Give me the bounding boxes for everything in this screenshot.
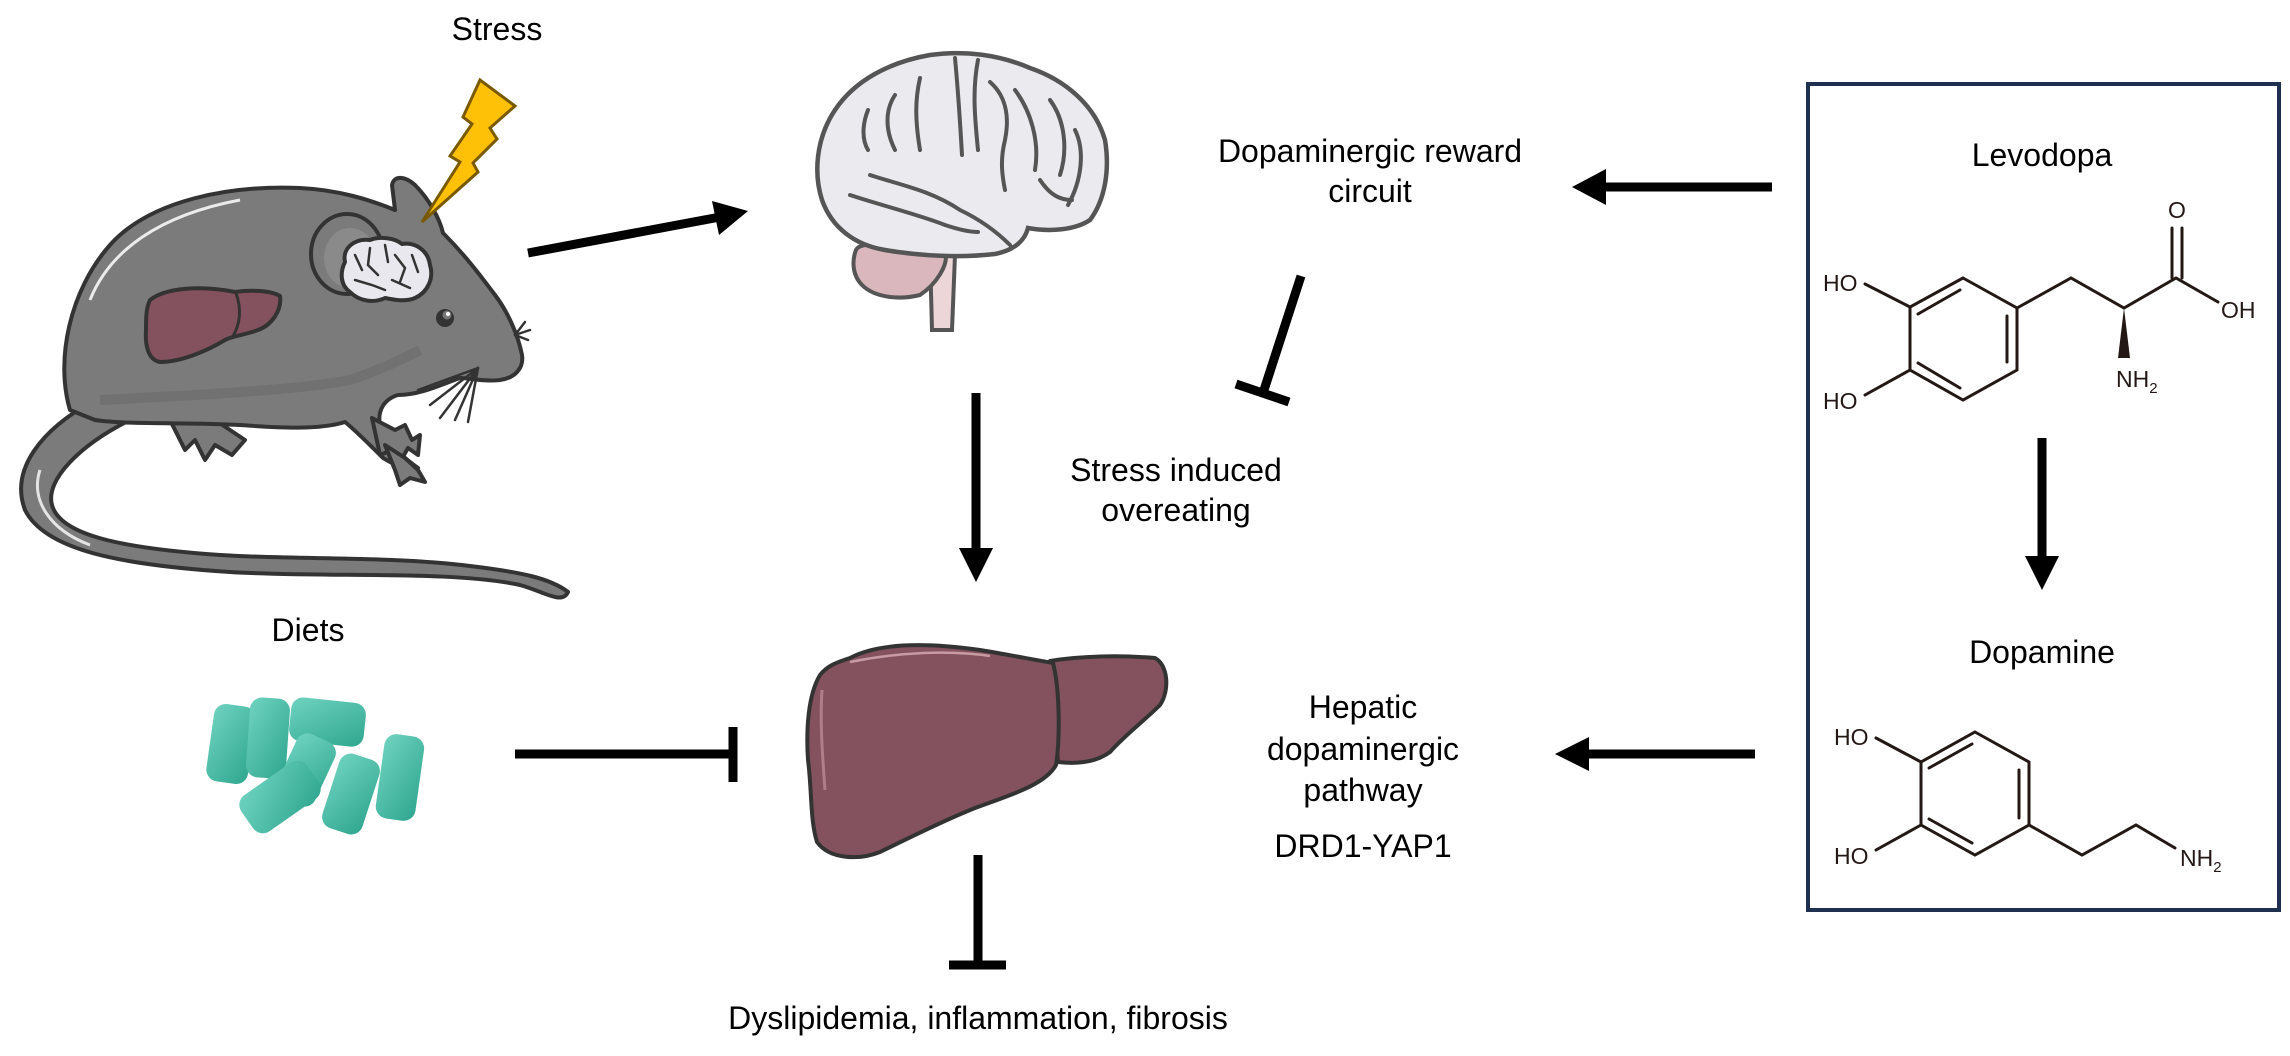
arrow-levodopa-to-dopamine <box>2025 438 2059 590</box>
mouse-brain-icon <box>339 235 434 303</box>
levodopa-ho-top: HO <box>1823 270 1858 296</box>
hepatic-label-line1: Hepatic <box>1309 689 1418 725</box>
mouse-whiskers <box>416 320 532 424</box>
liver-illustration <box>805 643 1169 860</box>
levodopa-label: Levodopa <box>1972 137 2113 173</box>
dopamine-structure: HO HO NH2 <box>1834 724 2222 876</box>
inhibitor-reward-to-overeating <box>1234 274 1306 407</box>
liver-right-lobe <box>1048 654 1169 765</box>
levodopa-structure: HO HO O OH NH2 <box>1823 197 2256 414</box>
hepatic-label-line3: pathway <box>1303 772 1422 808</box>
mouse-tail <box>19 398 570 600</box>
inhibitor-liver-to-outcomes <box>949 855 1006 970</box>
arrow-dopamine-to-hepatic <box>1555 737 1755 771</box>
levodopa-oh: OH <box>2221 297 2256 323</box>
dopamine-nh2: NH2 <box>2180 845 2222 876</box>
dopamine-label: Dopamine <box>1969 634 2115 670</box>
levodopa-ho-bottom: HO <box>1823 388 1858 414</box>
diet-pellets-image <box>206 697 425 835</box>
reward-circuit-label-line2: circuit <box>1328 173 1412 209</box>
mouse-hind-foot <box>168 418 247 462</box>
pathway-name-label: DRD1-YAP1 <box>1274 828 1451 864</box>
stress-label: Stress <box>452 11 543 47</box>
mouse-body <box>62 175 525 472</box>
dopamine-ho-top: HO <box>1834 724 1869 750</box>
overeating-label-line2: overeating <box>1101 492 1250 528</box>
brain-illustration <box>815 50 1110 332</box>
arrow-levodopa-to-reward <box>1572 169 1772 205</box>
arrow-stress-to-brain <box>527 201 748 258</box>
dopamine-ho-bottom: HO <box>1834 843 1869 869</box>
mouse-illustration <box>19 175 570 600</box>
mouse-liver-icon <box>143 286 283 364</box>
liver-main-lobe <box>805 643 1061 860</box>
inhibitor-diets-to-liver <box>515 727 738 782</box>
diets-label: Diets <box>272 612 345 648</box>
outcomes-label: Dyslipidemia, inflammation, fibrosis <box>728 1000 1228 1036</box>
levodopa-carbonyl-o: O <box>2168 197 2186 223</box>
arrow-brain-to-liver <box>959 393 993 582</box>
reward-circuit-label-line1: Dopaminergic reward <box>1218 133 1522 169</box>
overeating-label-line1: Stress induced <box>1070 452 1282 488</box>
hepatic-label-line2: dopaminergic <box>1267 731 1459 767</box>
drug-box <box>1806 82 2281 912</box>
lightning-bolt-icon <box>420 77 518 224</box>
levodopa-nh2: NH2 <box>2116 366 2158 397</box>
